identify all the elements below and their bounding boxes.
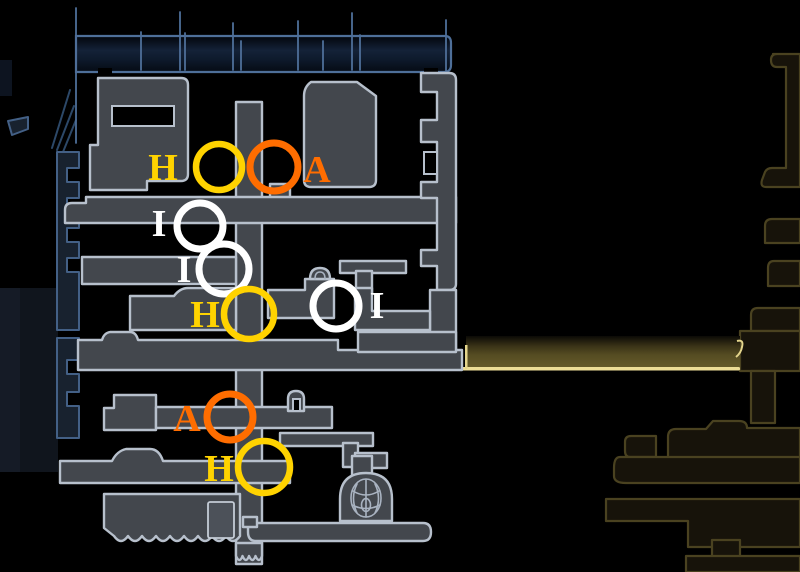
map-corridor	[63, 195, 458, 225]
marker-ring[interactable]	[173, 199, 227, 253]
marker-ring[interactable]	[192, 140, 246, 194]
lit-corridor-end-curl	[735, 339, 744, 358]
map-room	[356, 330, 458, 354]
marker-letter-label: H	[148, 147, 178, 189]
marker-ring[interactable]	[220, 285, 278, 343]
memorial-egg-core	[360, 497, 372, 513]
spiral-stair-hole	[292, 398, 301, 412]
kingdoms-edge-room	[763, 217, 800, 245]
map-corridor	[80, 255, 238, 286]
marker-letter-label: A	[173, 398, 201, 440]
map-room	[302, 80, 378, 189]
shaft-bottom-teeth	[234, 541, 264, 562]
kingdoms-edge-room	[604, 497, 800, 549]
map-long-corridor	[76, 330, 464, 372]
lit-corridor	[466, 336, 740, 370]
bench-dome-inner	[314, 271, 326, 280]
kingdoms-edge-room	[623, 434, 658, 459]
dark-corner-piece	[0, 60, 12, 96]
tower-window	[423, 151, 438, 175]
room-notch	[111, 105, 175, 127]
kingdoms-edge-room	[766, 259, 800, 288]
map-marker[interactable]: I	[309, 279, 385, 333]
silhouette-column-lower	[56, 337, 80, 439]
map-corridor	[58, 447, 292, 485]
kingdoms-edge-room	[666, 419, 800, 466]
door	[207, 501, 235, 539]
marker-letter-label: H	[190, 294, 220, 336]
side-area-silhouette-layer	[0, 60, 80, 472]
kingdoms-edge-room	[612, 455, 800, 485]
map-marker[interactable]: H	[190, 285, 278, 343]
slash-lines	[51, 89, 77, 153]
roof-gap	[424, 68, 438, 75]
map-marker[interactable]: I	[152, 199, 227, 253]
kingdoms-edge-room	[738, 329, 800, 373]
map-corridor	[246, 521, 433, 543]
bench-dome	[308, 266, 332, 281]
kingdoms-edge-layer	[604, 52, 800, 572]
marker-ring[interactable]	[195, 240, 253, 298]
lit-corridor-left-edge	[465, 345, 468, 369]
marker-letter-label: H	[204, 448, 234, 490]
map-room-scalloped	[102, 492, 242, 543]
marker-letter-label: A	[303, 149, 331, 191]
marker-letter-label: I	[370, 285, 385, 327]
marker-ring[interactable]	[246, 139, 302, 195]
flag-silhouette	[7, 116, 29, 136]
dark-block-edge	[0, 288, 20, 472]
kingdoms-edge-room	[749, 306, 800, 333]
rain-roof-group	[74, 7, 453, 144]
map-marker[interactable]: A	[246, 139, 331, 195]
map-marker[interactable]: I	[177, 240, 253, 298]
lit-corridor-group	[458, 336, 744, 371]
marker-ring[interactable]	[309, 279, 363, 333]
map-marker[interactable]: H	[148, 140, 246, 194]
kingdoms-edge-room	[684, 554, 800, 572]
map-marker[interactable]: A	[173, 390, 257, 444]
marker-ring[interactable]	[234, 437, 294, 497]
map-corridor	[154, 405, 334, 430]
map-room	[128, 286, 238, 332]
marker-ring[interactable]	[203, 390, 257, 444]
marker-letter-label: I	[152, 203, 167, 245]
map-tower	[419, 71, 458, 292]
map-room	[241, 515, 259, 529]
marker-letter-label: I	[177, 249, 192, 291]
lit-corridor-bottom-edge	[458, 367, 740, 371]
fountain-memorial-decoration	[350, 478, 382, 518]
map-marker[interactable]: H	[204, 437, 294, 497]
roof-gap	[98, 68, 112, 75]
rain-roof	[74, 34, 453, 74]
map-room	[353, 286, 432, 332]
map-room	[102, 393, 158, 432]
silhouette-column-upper	[56, 151, 80, 331]
kingdoms-edge-shaft	[749, 369, 777, 425]
kingdoms-edge-room	[760, 52, 800, 189]
